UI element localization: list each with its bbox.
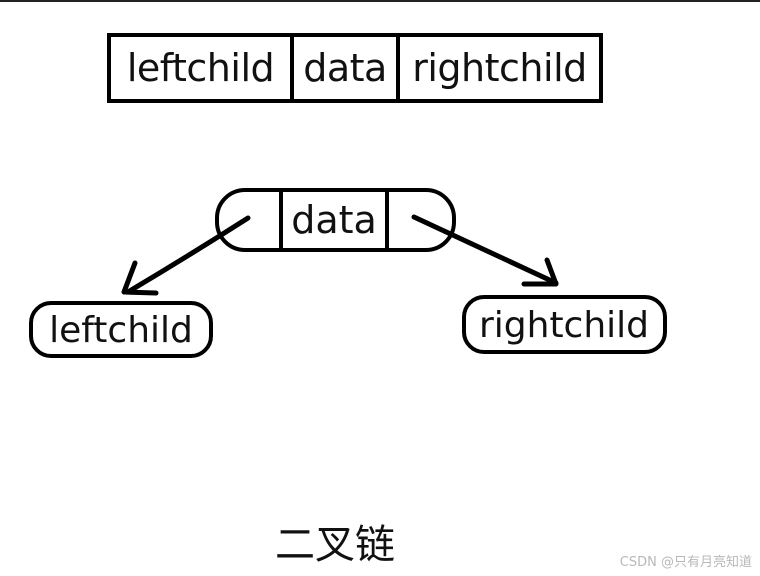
watermark-text: CSDN @只有月亮知道 (619, 555, 752, 570)
right-arrowhead (521, 257, 559, 287)
left-arrowhead (121, 260, 159, 296)
top-border-line (0, 0, 760, 2)
left-child-node-box (29, 301, 213, 358)
right-child-node-label: rightchild (479, 305, 649, 346)
struct-cell-leftchild: leftchild (111, 37, 294, 99)
right-pointer-arrow (411, 214, 559, 286)
struct-cell-rightchild: rightchild (412, 46, 587, 90)
node-structure-row: leftchild data rightchild (107, 33, 603, 103)
parent-node-box (215, 188, 456, 252)
struct-cell-data: data (294, 37, 400, 99)
parent-node-label: data (291, 198, 377, 242)
diagram-caption: 二叉链 (275, 522, 395, 568)
left-child-node-label: leftchild (49, 310, 193, 351)
right-child-node-box (462, 295, 667, 354)
left-pointer-arrow (125, 215, 251, 295)
